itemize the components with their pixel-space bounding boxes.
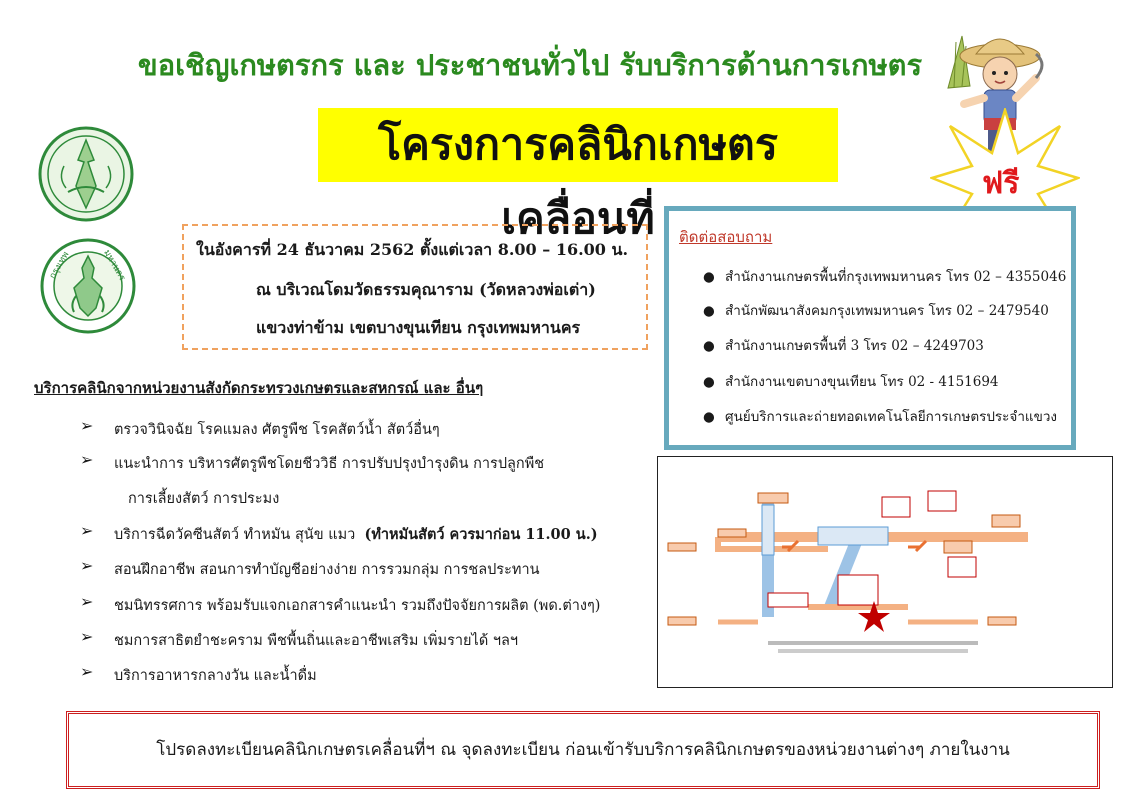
event-venue: ณ บริเวณโดมวัดธรรมคุณาราม (วัดหลวงพ่อเต่…	[256, 280, 596, 299]
contact-title: ติดต่อสอบถาม	[679, 228, 773, 246]
services-title: บริการคลินิกจากหน่วยงานสังกัดกระทรวงเกษต…	[34, 379, 484, 397]
arrow-bullet-icon: ➢	[80, 450, 94, 469]
service-item: ชมการสาธิตยำชะคราม พืชพื้นถิ่นและอาชีพเส…	[114, 633, 519, 649]
department-seal-logo	[38, 126, 134, 222]
service-item: บริการอาหารกลางวัน และน้ำดื่ม	[114, 668, 317, 684]
contact-item: ● สำนักงานเกษตรพื้นที่กรุงเทพมหานคร โทร 0…	[703, 265, 1066, 287]
agriculture-seal-icon	[38, 126, 134, 222]
arrow-bullet-icon: ➢	[80, 627, 94, 646]
contact-item-text: สำนักงานเกษตรพื้นที่กรุงเทพมหานคร โทร 02…	[725, 269, 1067, 285]
free-label: ฟรี	[982, 166, 1020, 201]
registration-notice: โปรดลงทะเบียนคลินิกเกษตรเคลื่อนที่ฯ ณ จุ…	[66, 711, 1100, 789]
contact-item: ● ศูนย์บริการและถ่ายทอดเทคโนโลยีการเกษตรป…	[703, 405, 1057, 427]
bangkok-seal-logo: กรุงเทพ มหานคร	[40, 238, 136, 334]
contact-item-text: ศูนย์บริการและถ่ายทอดเทคโนโลยีการเกษตรปร…	[725, 409, 1058, 425]
header-title: ขอเชิญเกษตรกร และ ประชาชนทั่วไป รับบริกา…	[137, 48, 923, 82]
event-date-time: ในอังคารที่ 24 ธันวาคม 2562 ตั้งแต่เวลา …	[196, 240, 629, 259]
contact-item: ● สำนักงานเกษตรพื้นที่ 3 โทร 02 – 4249703	[703, 334, 984, 356]
service-item-continued: การเลี้ยงสัตว์ การประมง	[128, 491, 280, 507]
bullet-icon: ●	[703, 338, 715, 354]
bullet-icon: ●	[703, 269, 715, 285]
service-item: ตรวจวินิจฉัย โรคแมลง ศัตรูพืช โรคสัตว์น้…	[114, 422, 440, 438]
contact-item: ● สำนักพัฒนาสังคมกรุงเทพมหานคร โทร 02 – 2…	[703, 299, 1049, 321]
map-image	[658, 457, 1111, 686]
event-location-map	[657, 456, 1113, 688]
arrow-bullet-icon: ➢	[80, 556, 94, 575]
service-item-note: (ทำหมันสัตว์ ควรมาก่อน 11.00 น.)	[364, 526, 598, 543]
arrow-bullet-icon: ➢	[80, 416, 94, 435]
event-details-box: ในอังคารที่ 24 ธันวาคม 2562 ตั้งแต่เวลา …	[182, 224, 648, 350]
bangkok-seal-icon	[40, 238, 136, 334]
service-item: บริการฉีดวัคซีนสัตว์ ทำหมัน สุนัข แมว (ท…	[114, 523, 598, 546]
bullet-icon: ●	[703, 374, 715, 390]
contact-item-text: สำนักงานเกษตรพื้นที่ 3 โทร 02 – 4249703	[725, 338, 984, 354]
bullet-icon: ●	[703, 303, 715, 319]
contact-item-text: สำนักพัฒนาสังคมกรุงเทพมหานคร โทร 02 – 24…	[725, 303, 1049, 319]
service-item: แนะนำการ บริหารศัตรูพืชโดยชีววิธี การปรั…	[114, 456, 545, 472]
service-item: ชมนิทรรศการ พร้อมรับแจกเอกสารคำแนะนำ รวม…	[114, 598, 601, 614]
event-district: แขวงท่าข้าม เขตบางขุนเทียน กรุงเทพมหานคร	[256, 318, 581, 337]
arrow-bullet-icon: ➢	[80, 662, 94, 681]
project-title: โครงการคลินิกเกษตรเคลื่อนที่	[318, 108, 838, 244]
contact-item-text: สำนักงานเขตบางขุนเทียน โทร 02 - 4151694	[725, 374, 999, 390]
contact-item: ● สำนักงานเขตบางขุนเทียน โทร 02 - 4151694	[703, 370, 999, 392]
service-item: สอนฝึกอาชีพ สอนการทำบัญชีอย่างง่าย การรว…	[114, 562, 540, 578]
service-item-text: บริการฉีดวัคซีนสัตว์ ทำหมัน สุนัข แมว	[114, 527, 356, 543]
bullet-icon: ●	[703, 409, 715, 425]
arrow-bullet-icon: ➢	[80, 592, 94, 611]
farmer-illustration	[940, 28, 1050, 172]
farmer-icon	[947, 35, 1044, 162]
contact-box: ติดต่อสอบถาม ● สำนักงานเกษตรพื้นที่กรุงเท…	[664, 206, 1076, 450]
arrow-bullet-icon: ➢	[80, 521, 94, 540]
